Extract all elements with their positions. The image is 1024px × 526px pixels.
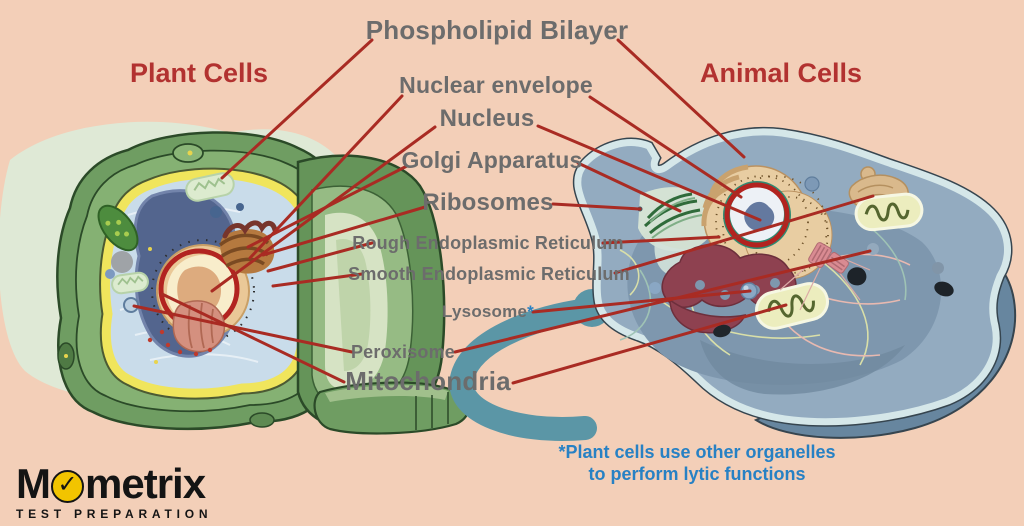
line-mitochondria-plant (160, 292, 346, 384)
plant-peroxisome (123, 297, 139, 313)
plant-cell-illustration (0, 121, 470, 435)
line-ribosomes-plant (261, 205, 427, 257)
label-smooth-endoplasmic-reticulum: Smooth Endoplasmic Reticulum (348, 264, 630, 284)
logo-text-m: M (16, 460, 51, 507)
label-nuclear-envelope: Nuclear envelope (399, 72, 593, 98)
animal-mitochondrion (755, 282, 829, 330)
line-golgi-plant (246, 164, 409, 249)
leader-lines (132, 38, 875, 385)
footnote-line-1: *Plant cells use other organelles (558, 442, 836, 462)
animal-cells-title: Animal Cells (699, 58, 863, 88)
plant-endoplasmic-reticulum (147, 300, 226, 357)
line-rough-er-animal (601, 235, 721, 245)
line-nuclear-envelope-plant (248, 94, 404, 260)
label-mitochondria: Mitochondria (345, 366, 511, 396)
animal-mitochondrion (854, 192, 924, 232)
line-ribosomes-animal (551, 202, 642, 211)
line-phospholipid-animal (616, 38, 746, 159)
plant-chloroplast (97, 204, 139, 252)
line-smooth-er-plant (271, 272, 364, 288)
line-lysosome-animal (531, 289, 752, 314)
logo-tagline: TEST PREPARATION (16, 507, 213, 521)
footnote: *Plant cells use other organelles to per… (558, 441, 835, 485)
line-golgi-animal (576, 161, 682, 213)
plant-cell-wall-fold (249, 154, 470, 435)
animal-centriole (779, 242, 871, 311)
line-smooth-er-animal (613, 194, 875, 275)
label-lysosome: Lysosome* (442, 302, 534, 321)
label-phospholipid-bilayer: Phospholipid Bilayer (365, 15, 629, 45)
line-phospholipid-plant (220, 38, 374, 180)
animal-nucleolus (744, 201, 775, 232)
line-nuclear-envelope-animal (588, 95, 743, 199)
mometrix-logo: M ✓ metrix TEST PREPARATION (16, 460, 213, 522)
line-peroxisome-plant (132, 304, 354, 354)
line-rough-er-plant (266, 241, 374, 273)
line-peroxisome-animal (453, 249, 872, 354)
plant-cells-title: Plant Cells (129, 58, 269, 88)
footnote-line-2: to perform lytic functions (588, 464, 806, 484)
logo-text-metrix: metrix (85, 460, 206, 507)
lysosome-footnote-asterisk: * (527, 302, 534, 321)
line-nucleus-animal (536, 124, 762, 222)
label-ribosomes: Ribosomes (422, 189, 554, 216)
line-mitochondria-animal (511, 303, 788, 385)
label-nucleus: Nucleus (439, 105, 535, 132)
label-golgi-apparatus: Golgi Apparatus (401, 147, 583, 173)
animal-nuclear-envelope-ring (724, 182, 790, 248)
label-peroxisome: Peroxisome (350, 342, 456, 362)
logo-checkmark-icon: ✓ (51, 469, 84, 503)
label-rough-endoplasmic-reticulum: Rough Endoplasmic Reticulum (352, 233, 624, 253)
plant-mitochondrion (111, 271, 149, 295)
plant-mitochondrion (185, 172, 235, 202)
